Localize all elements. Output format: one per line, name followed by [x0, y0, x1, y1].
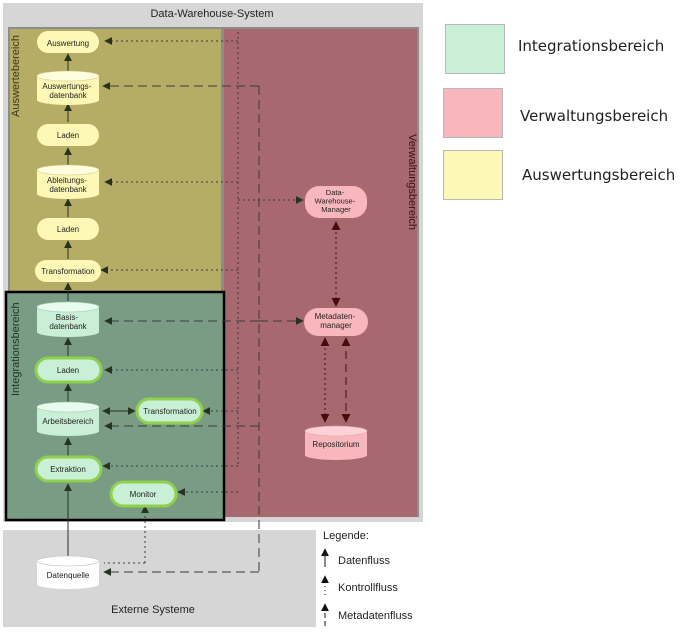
integrationsbereich-label: Integrationsbereich: [10, 302, 22, 396]
legend-label-integration: Integrationsbereich: [518, 37, 665, 55]
auswertungs-db-line1: Auswertungs-: [42, 82, 91, 91]
flow-legend-metadatenfluss: Metadatenfluss: [338, 610, 413, 622]
legend-label-auswertung: Auswertungsbereich: [522, 166, 676, 184]
svg-text:Auswertungs- datenbank: Auswertungs- datenbank: [42, 82, 93, 100]
ableitungs-db-line1: Ableitungs-: [47, 176, 87, 185]
svg-text:Repositorium: Repositorium: [312, 440, 359, 449]
flow-legend-kontrollfluss: Kontrollfluss: [338, 582, 398, 594]
legend-swatch-integration: [445, 24, 505, 74]
dw-manager-line3: Manager: [321, 205, 351, 214]
svg-text:Transformation: Transformation: [143, 407, 197, 416]
svg-text:Auswertung: Auswertung: [47, 39, 89, 48]
node-repositorium: Repositorium: [304, 425, 368, 460]
svg-text:Metadaten- manager: Metadaten- manager: [315, 312, 358, 330]
legend-label-verwaltung: Verwaltungsbereich: [520, 107, 669, 125]
legend-swatch-auswertung: [443, 150, 503, 200]
svg-text:Laden: Laden: [57, 225, 79, 234]
node-extraktion: Extraktion: [34, 455, 103, 483]
svg-text:Laden: Laden: [57, 366, 79, 375]
dw-system-title: Data-Warehouse-System: [150, 8, 273, 20]
svg-text:Laden: Laden: [57, 131, 79, 140]
dw-manager-line1: Data-: [326, 188, 345, 197]
node-transformation-integration: Transformation: [135, 397, 204, 425]
external-systems-title: Externe Systeme: [111, 604, 195, 616]
svg-text:Arbeitsbereich: Arbeitsbereich: [42, 417, 93, 426]
auswertungs-db-line2: datenbank: [49, 91, 87, 100]
svg-text:Transformation: Transformation: [41, 267, 95, 276]
data-flow-arrows: [64, 53, 136, 556]
node-laden-integration: Laden: [34, 356, 103, 384]
metadatenmanager-line1: Metadaten-: [315, 312, 356, 321]
node-auswertung: Auswertung: [37, 31, 99, 53]
svg-text:Datenquelle: Datenquelle: [47, 571, 90, 580]
node-transformation-top: Transformation: [35, 260, 101, 282]
basis-db-line1: Basis-: [56, 313, 79, 322]
flow-legend: Legende: Datenfluss Kontrollfluss Metada…: [321, 530, 413, 626]
node-laden-mid: Laden: [37, 218, 99, 240]
auswertebereich-label: Auswertebereich: [10, 35, 22, 117]
metadatenmanager-line2: manager: [320, 321, 352, 330]
svg-text:Monitor: Monitor: [130, 490, 157, 499]
control-flow-lines: [100, 32, 304, 564]
verwaltungsbereich-label: Verwaltungsbereich: [406, 134, 418, 230]
legend-swatch-verwaltung: [443, 88, 503, 138]
node-metadatenmanager: Metadaten- manager: [304, 308, 368, 336]
basis-db-line2: datenbank: [49, 322, 87, 331]
svg-text:Basis- datenbank: Basis- datenbank: [49, 313, 87, 331]
metadata-flow-lines: [102, 82, 304, 576]
node-arbeitsbereich: Arbeitsbereich: [36, 401, 100, 436]
node-auswertungs-datenbank: Auswertungs- datenbank: [36, 70, 100, 105]
flow-legend-datenfluss: Datenfluss: [338, 555, 390, 567]
flow-legend-title: Legende:: [323, 530, 369, 542]
node-datenquelle: Datenquelle: [36, 555, 100, 589]
node-monitor: Monitor: [109, 480, 178, 508]
auswertebereich-region: [10, 29, 221, 291]
node-basis-datenbank: Basis- datenbank: [36, 301, 100, 337]
dw-manager-line2: Warehouse-: [315, 197, 356, 206]
ableitungs-db-line2: datenbank: [49, 185, 87, 194]
manager-arrows: [320, 221, 351, 423]
svg-text:Extraktion: Extraktion: [50, 465, 86, 474]
svg-text:Ableitungs- datenbank: Ableitungs- datenbank: [47, 176, 89, 194]
svg-text:Data- Warehouse- M: Data- Warehouse- Manager: [315, 188, 358, 214]
node-dw-manager: Data- Warehouse- Manager: [305, 186, 367, 218]
node-ableitungs-datenbank: Ableitungs- datenbank: [36, 164, 100, 199]
node-laden-top: Laden: [37, 124, 99, 146]
